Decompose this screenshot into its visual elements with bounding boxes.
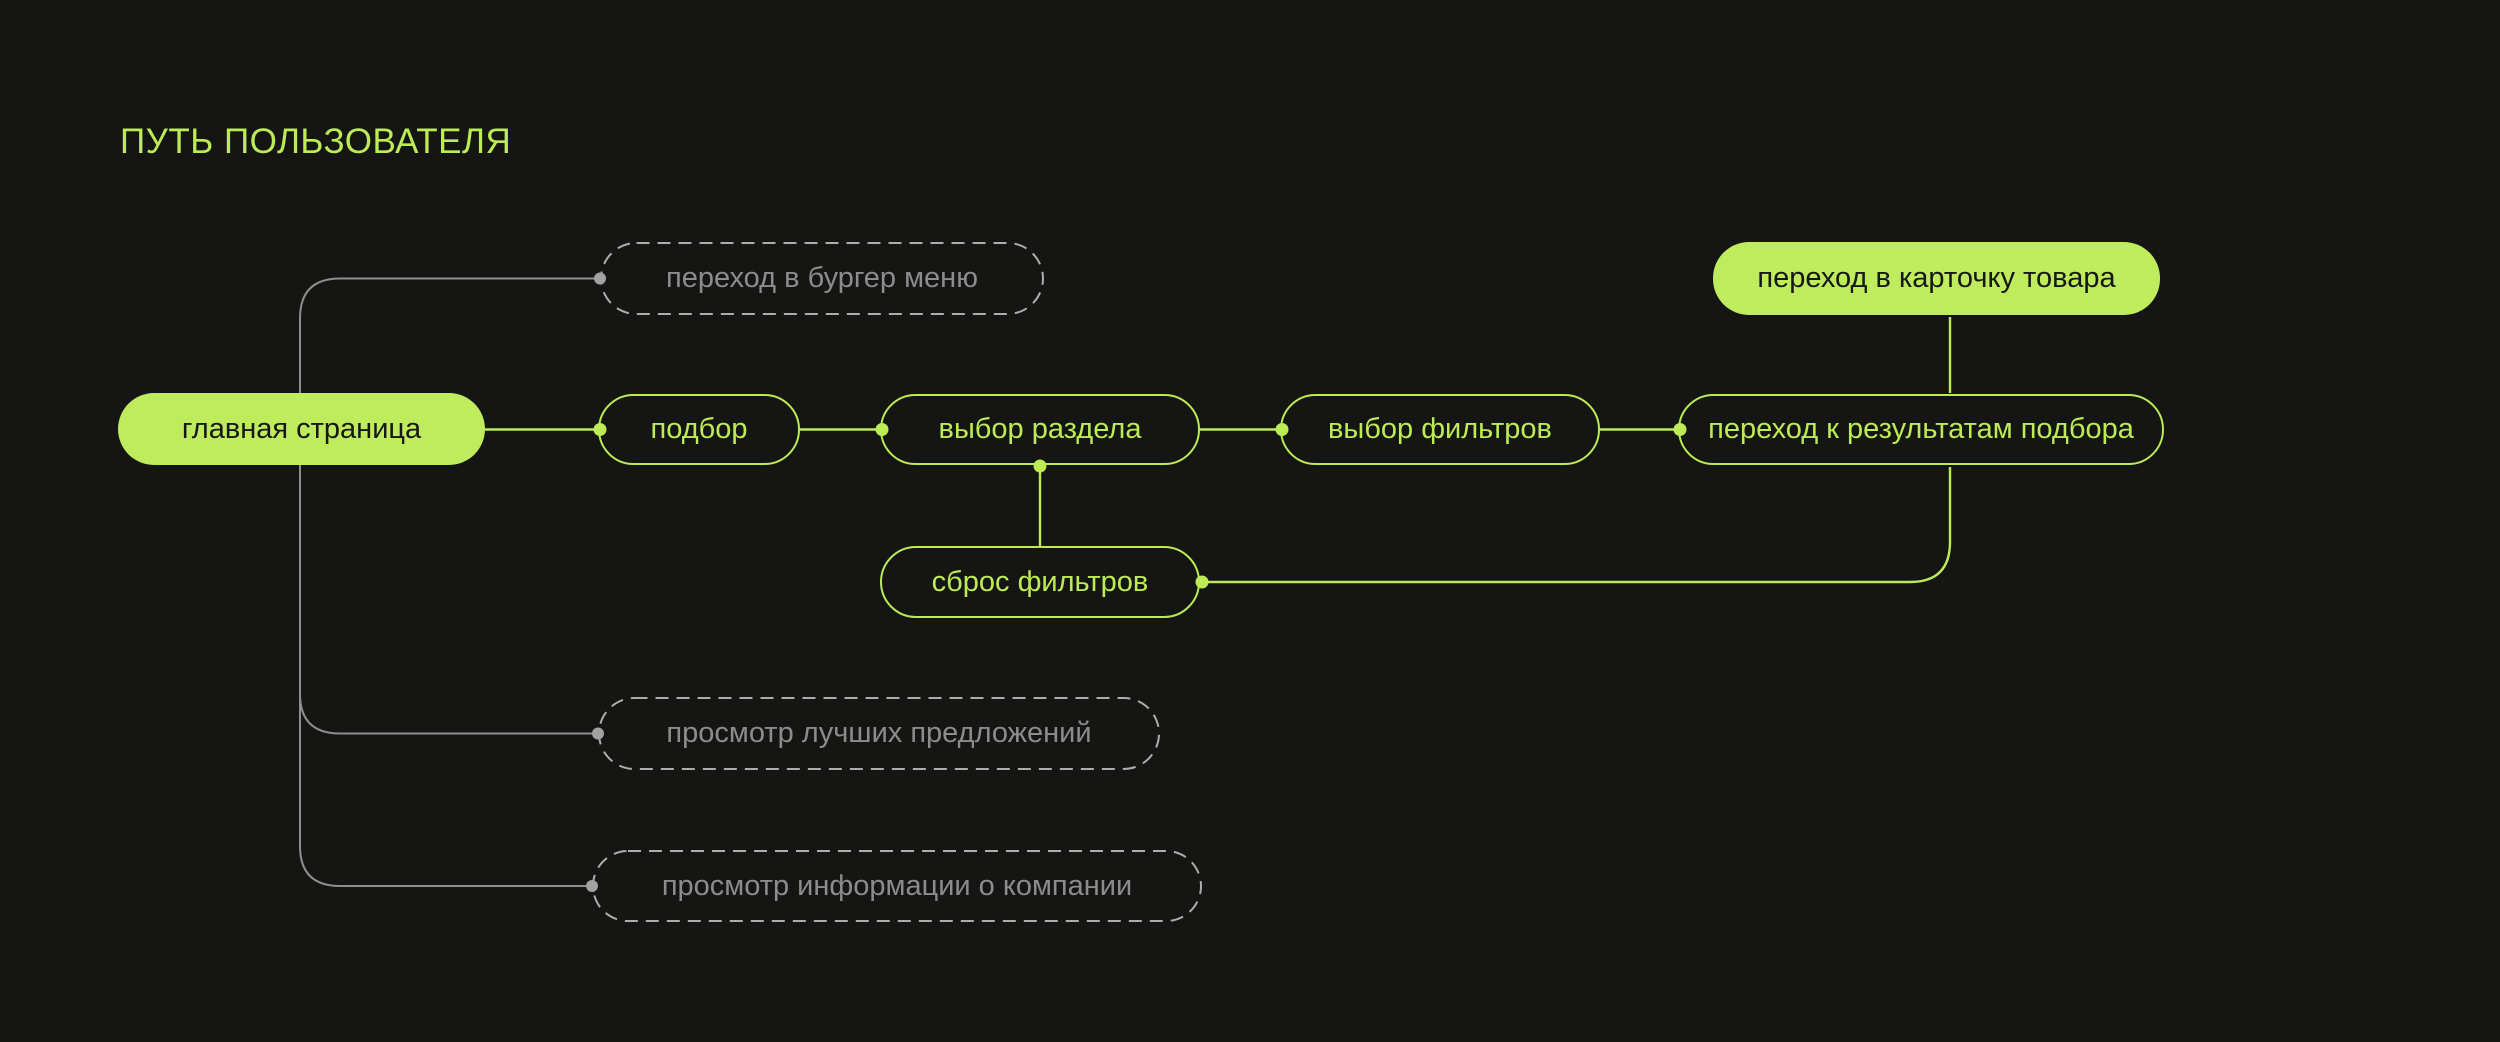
node-podbor: подбор (598, 394, 800, 465)
node-filter-choice: выбор фильтров (1280, 394, 1600, 465)
node-best-offers-label: просмотр лучших предложений (666, 717, 1092, 749)
node-burger-menu-label: переход в бургер меню (666, 262, 978, 294)
node-product-card: переход в карточку товара (1713, 242, 2160, 315)
node-product-card-label: переход в карточку товара (1757, 262, 2116, 294)
node-podbor-results-label: переход к результатам подбора (1708, 413, 2134, 445)
node-podbor-label: подбор (650, 413, 748, 445)
connector-main-to-best (299, 693, 592, 735)
node-main-page-label: главная страница (181, 412, 422, 445)
node-company-info-label: просмотр информации о компании (661, 869, 1133, 902)
connector-reset-to-results (1204, 467, 1952, 584)
node-filter-reset-label: сброс фильтров (931, 565, 1149, 598)
page-title: ПУТЬ ПОЛЬЗОВАТЕЛЯ (120, 122, 512, 161)
connector-main-to-burger (299, 277, 594, 393)
connector-main-to-about (299, 465, 586, 887)
junction-dot-about (586, 880, 598, 892)
node-section-choice: выбор раздела (880, 394, 1200, 465)
node-section-choice-label: выбор раздела (938, 413, 1142, 445)
node-podbor-results: переход к результатам подбора (1678, 394, 2164, 465)
junction-dot-best (592, 727, 604, 740)
node-burger-menu: переход в бургер меню (600, 242, 1044, 315)
node-filter-choice-label: выбор фильтров (1328, 413, 1552, 445)
node-filter-reset: сброс фильтров (880, 546, 1200, 618)
node-main-page: главная страница (118, 393, 485, 465)
node-best-offers: просмотр лучших предложений (598, 697, 1160, 770)
junction-dot-burger (594, 272, 606, 285)
node-company-info: просмотр информации о компании (592, 850, 1202, 922)
junction-dot-reset-top (1033, 459, 1047, 473)
